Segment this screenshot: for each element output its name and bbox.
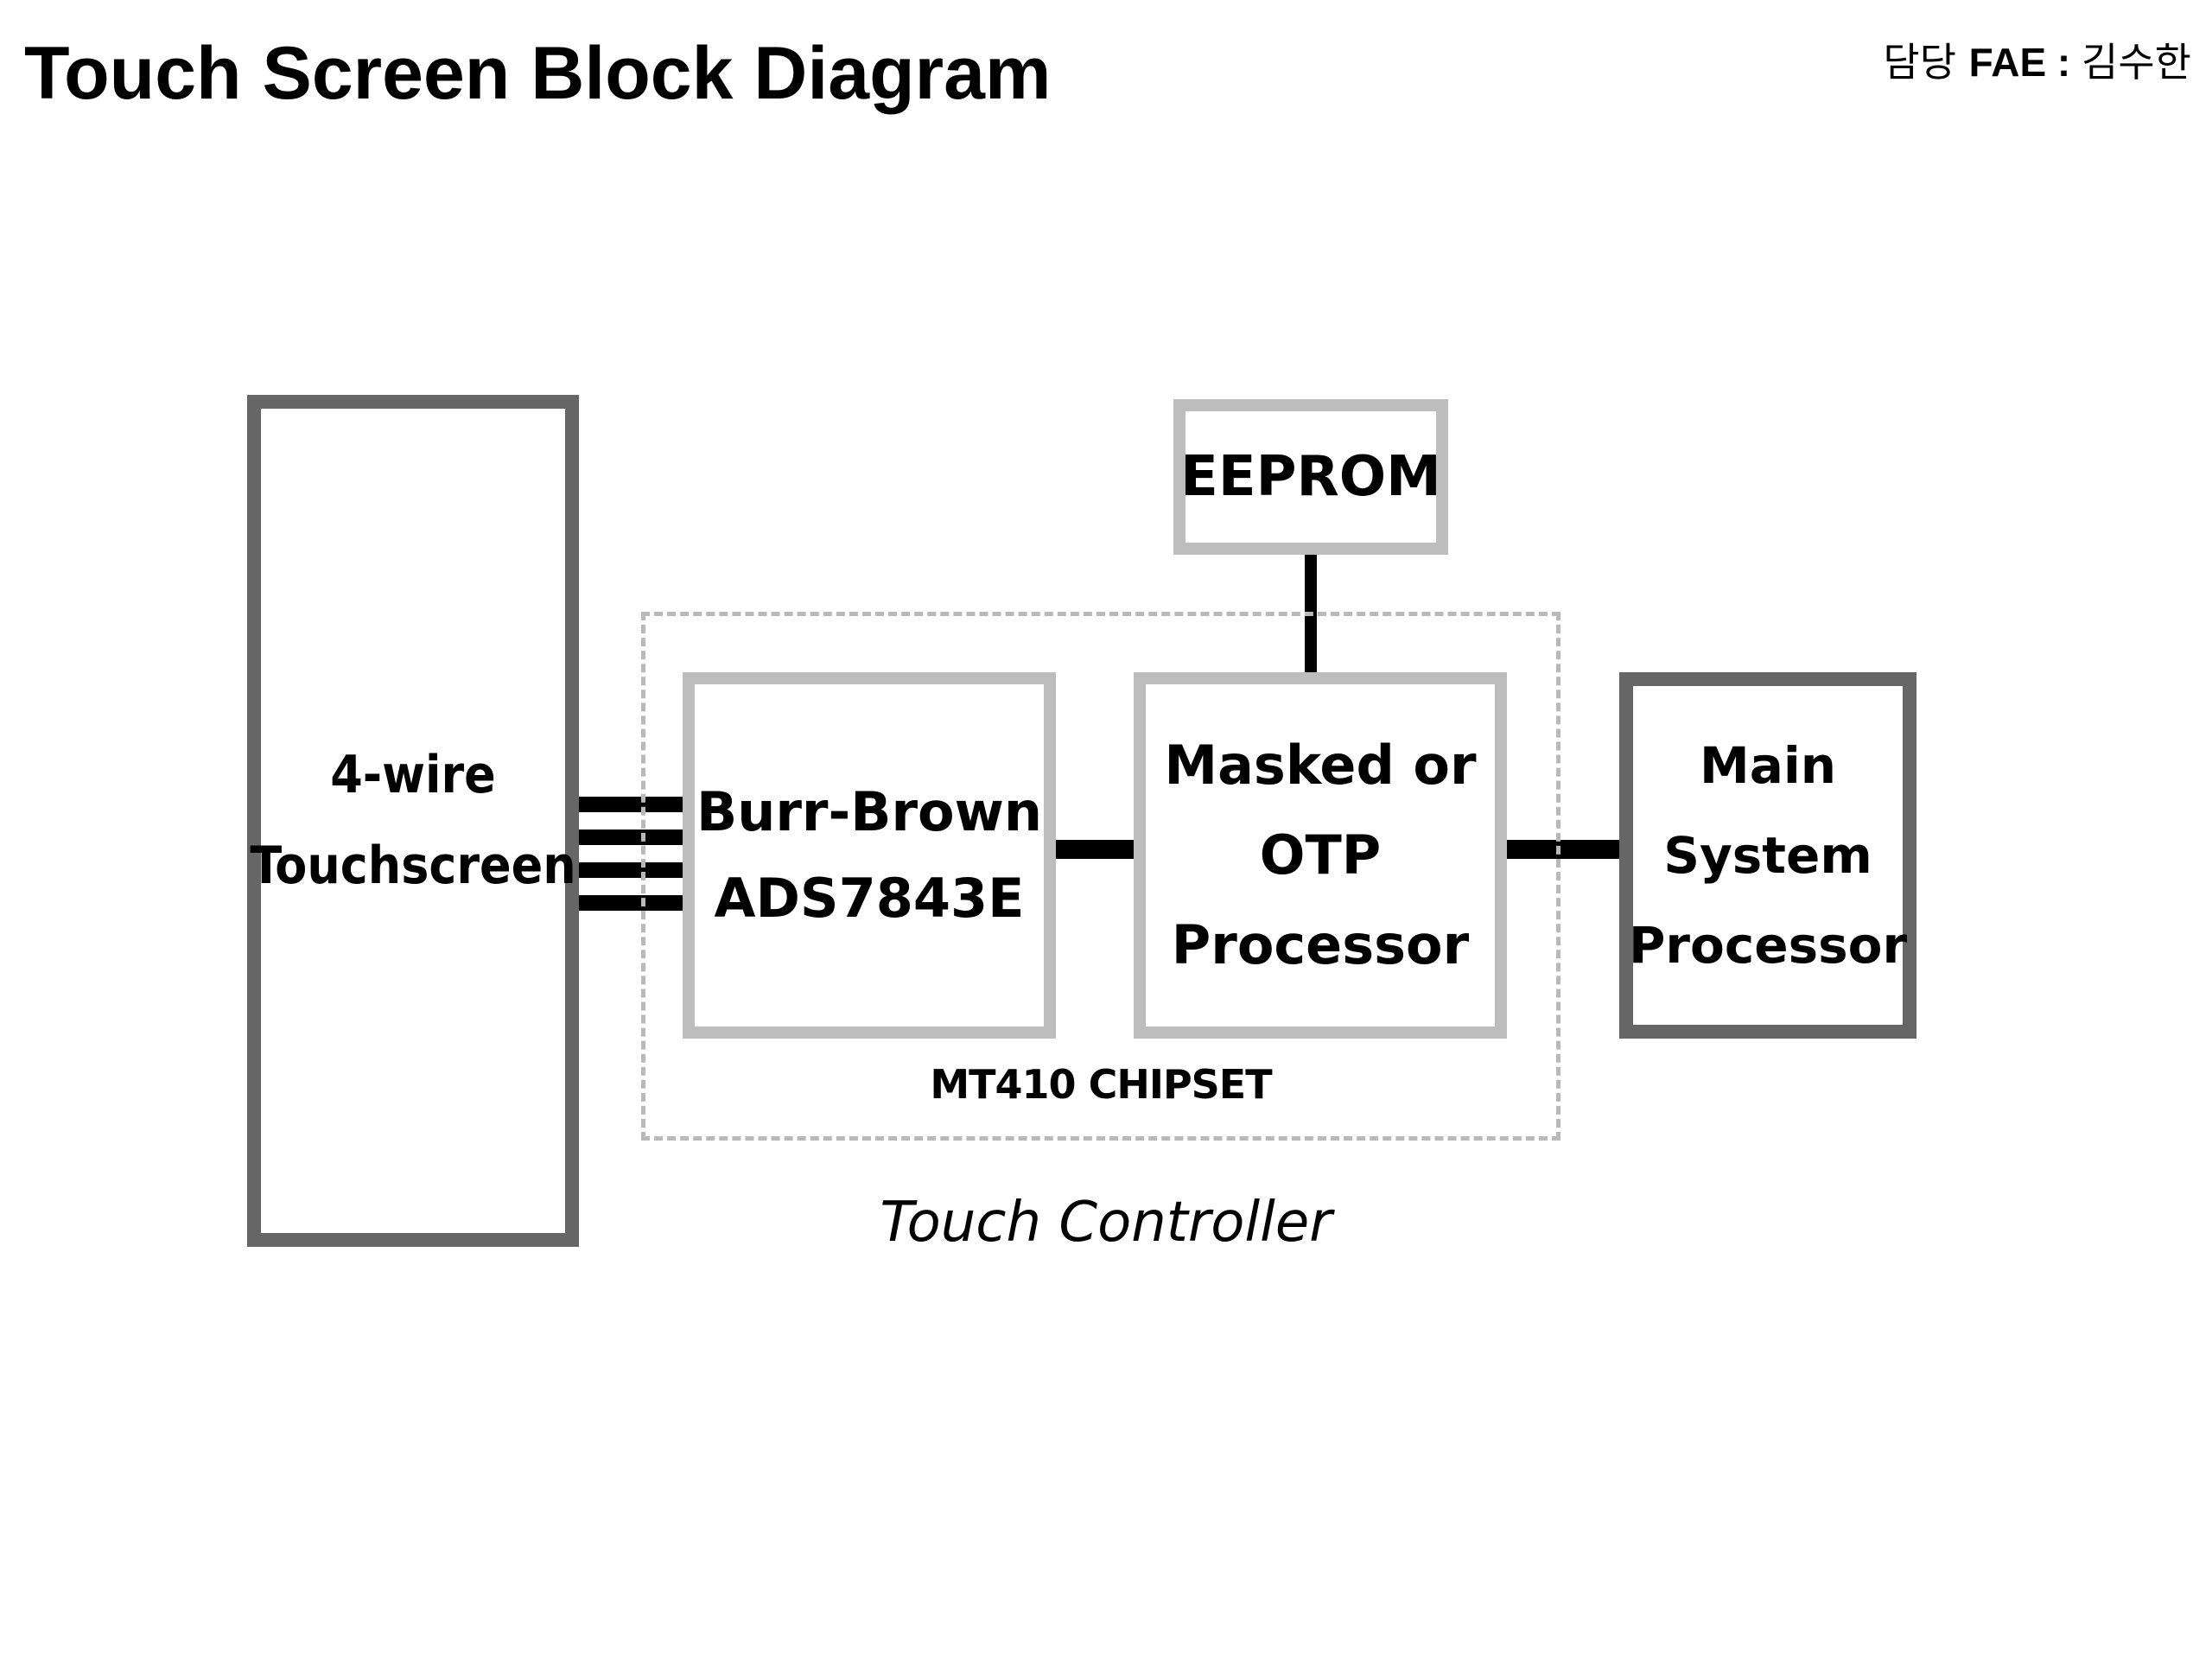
author-label: 담당 FAE : 김수한: [1883, 31, 2191, 88]
main-system-processor-block: Main System Processor: [1619, 672, 1916, 1039]
processor-label-line-2: OTP: [1259, 823, 1382, 887]
processor-block: Masked or OTP Processor: [1134, 672, 1507, 1039]
bus-line-4: [579, 895, 683, 911]
chipset-label: MT410 CHIPSET: [930, 1061, 1272, 1108]
burr-brown-label-line-2: ADS7843E: [714, 867, 1025, 930]
author-role: FAE: [1968, 40, 2047, 85]
author-name: 김수한: [2082, 39, 2191, 86]
touch-controller-label: Touch Controller: [880, 1191, 1332, 1255]
eeprom-block: EEPROM: [1173, 399, 1448, 555]
touchscreen-block: 4-wire Touchscreen: [247, 395, 579, 1247]
page-title: Touch Screen Block Diagram: [24, 32, 1052, 115]
main-system-label-line-3: Processor: [1628, 916, 1908, 975]
touchscreen-label-line-2: Touchscreen: [250, 836, 576, 896]
bus-line-3: [579, 862, 683, 878]
author-separator: :: [2046, 40, 2082, 85]
chipset-group: [641, 612, 1560, 1141]
main-system-label-line-2: System: [1663, 826, 1872, 885]
bus-line-1: [579, 797, 683, 812]
bus-line-2: [579, 830, 683, 845]
connector-burr-to-processor: [1056, 840, 1134, 859]
processor-label-line-1: Masked or: [1164, 734, 1477, 797]
author-prefix: 담당: [1883, 39, 1969, 86]
eeprom-label: EEPROM: [1180, 445, 1441, 509]
processor-label-line-3: Processor: [1171, 913, 1470, 976]
burr-brown-block: Burr-Brown ADS7843E: [683, 672, 1056, 1039]
main-system-label-line-1: Main: [1699, 736, 1837, 795]
connector-processor-to-main: [1507, 840, 1619, 859]
burr-brown-label-line-1: Burr-Brown: [696, 780, 1043, 843]
touchscreen-label-line-1: 4-wire: [330, 745, 496, 805]
